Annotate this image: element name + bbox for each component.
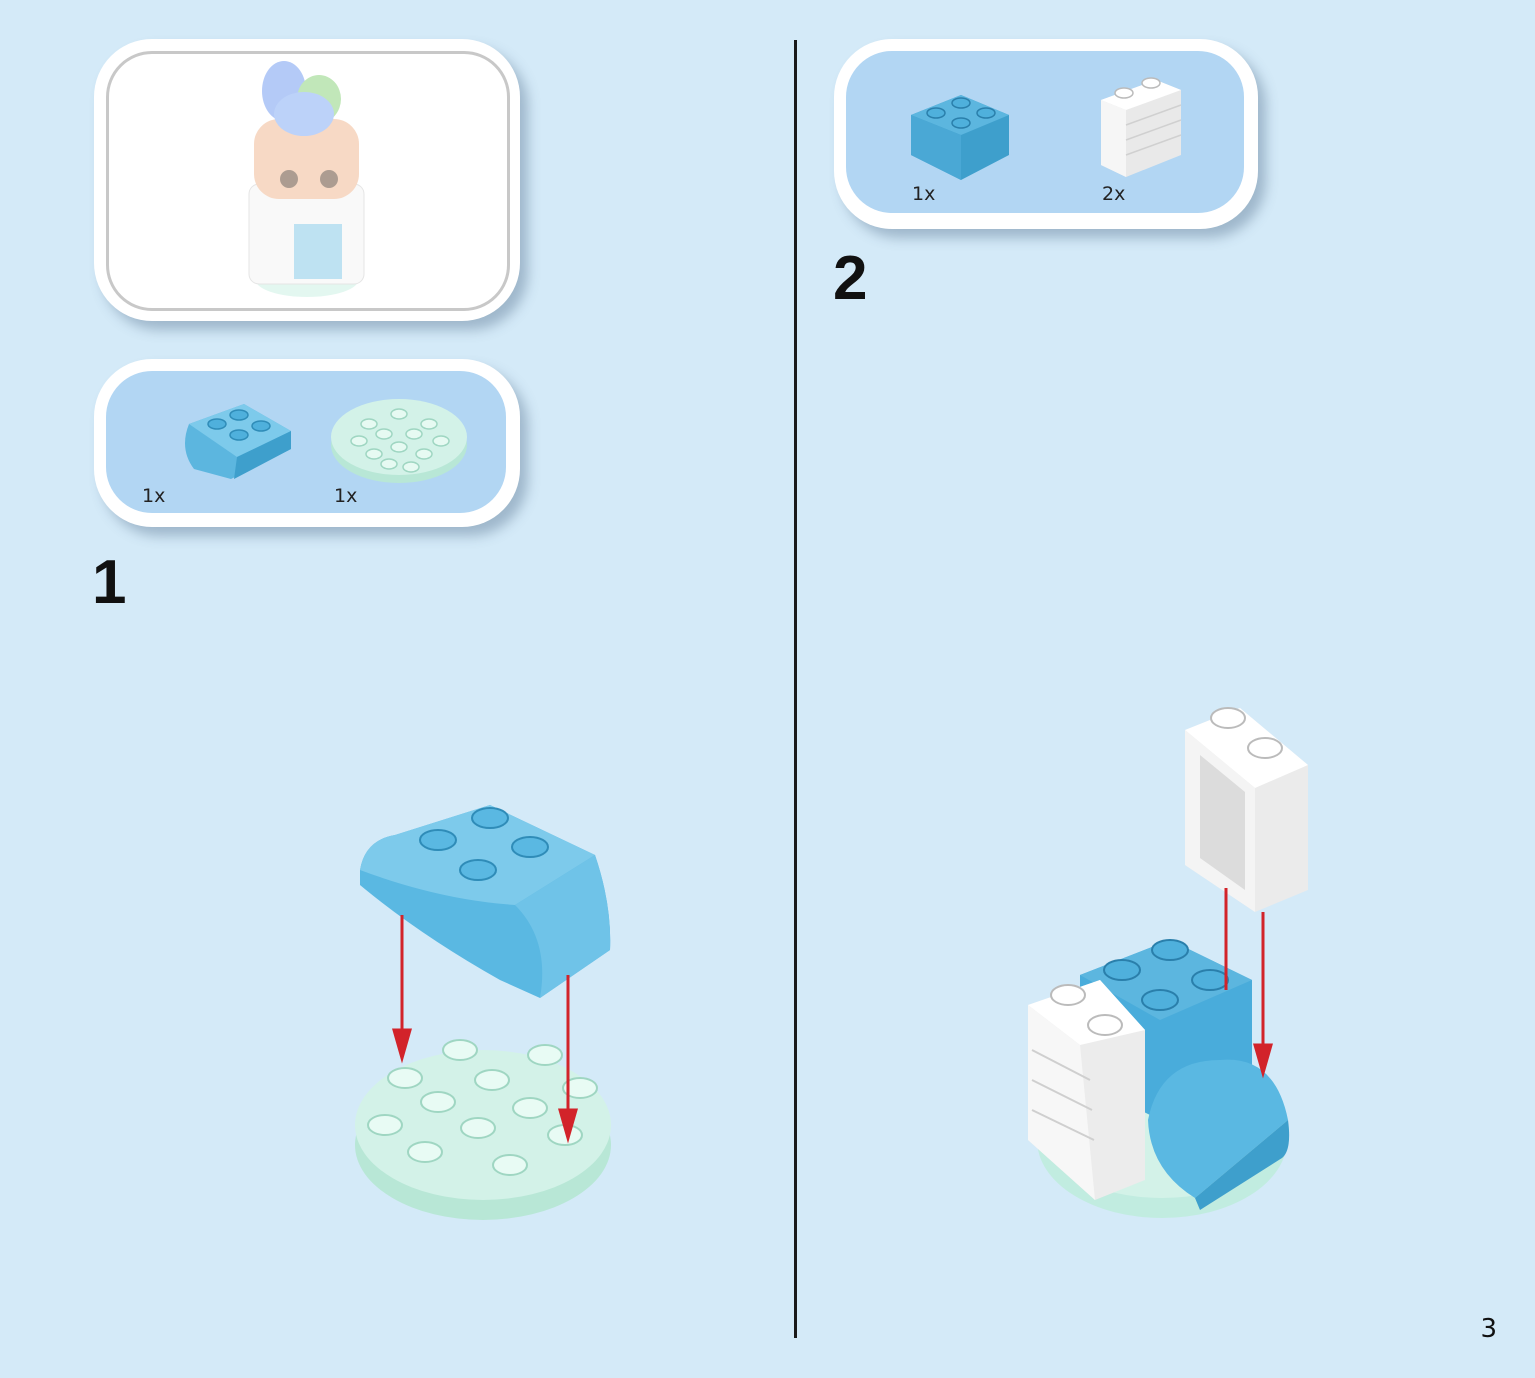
figure-preview-image — [248, 61, 365, 297]
step-2-parts-frame: 1x 2x — [834, 39, 1258, 229]
brick-2x2-part-icon — [911, 95, 1009, 180]
curved-brick-part-icon — [185, 404, 291, 479]
step-1-assembly-illustration — [355, 805, 611, 1220]
round-plate-part-icon — [331, 399, 467, 483]
part-quantity: 1x — [142, 485, 166, 507]
step-1-parts-frame: 1x 1x — [94, 359, 520, 527]
part-quantity: 1x — [334, 485, 358, 507]
part-quantity: 2x — [1102, 183, 1126, 205]
step-number: 1 — [92, 548, 127, 617]
part-quantity: 1x — [912, 183, 936, 205]
page-number: 3 — [1480, 1314, 1497, 1344]
step-2-assembly-illustration — [1028, 707, 1308, 1218]
step-number: 2 — [833, 244, 868, 313]
brick-1x2x2-part-icon — [1101, 77, 1182, 177]
step-divider — [794, 40, 797, 1338]
model-preview-frame — [94, 39, 520, 321]
